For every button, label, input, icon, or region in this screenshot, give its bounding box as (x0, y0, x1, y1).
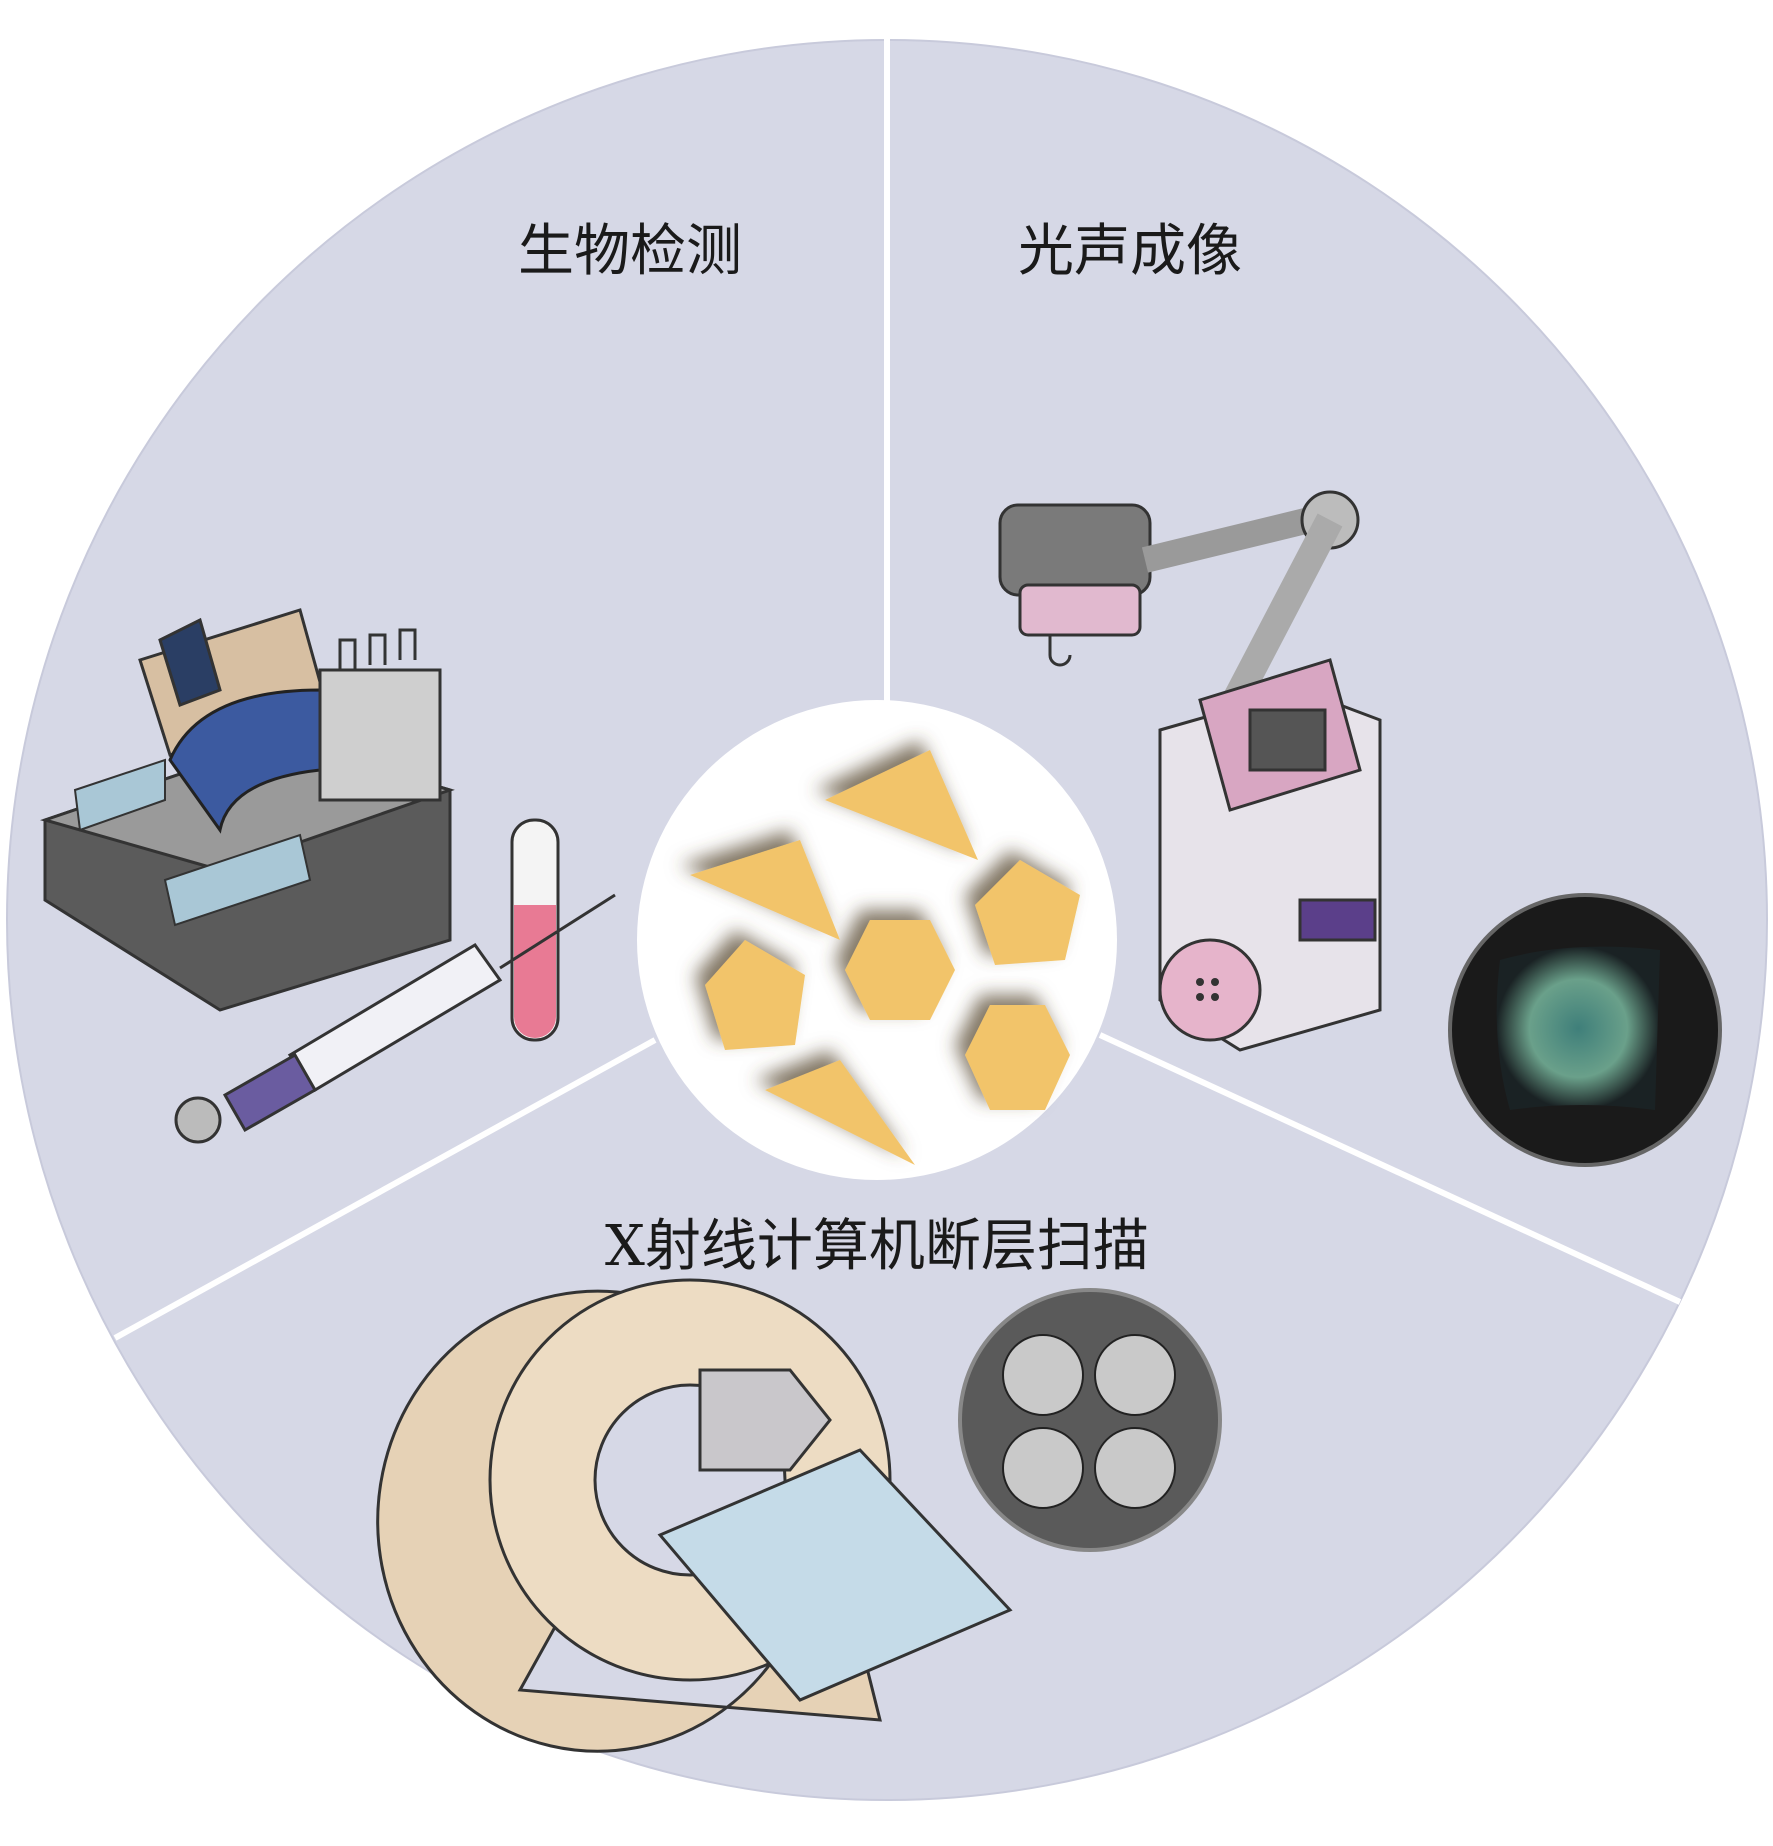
section-dividers (113, 30, 1682, 1341)
label-ct: X射线计算机断层扫描 (605, 1214, 1149, 1279)
label-photoacoustic: 光声成像 (1018, 219, 1242, 284)
ct-image-inset (958, 1288, 1222, 1552)
hexagon-particle (965, 1005, 1070, 1110)
pentagon-particle (705, 940, 805, 1050)
ct-scanner-illustration (376, 1278, 1013, 1753)
test-tube-illustration (510, 818, 560, 1042)
pentagon-particle (975, 860, 1080, 965)
triangle-particle (765, 1060, 915, 1165)
triangle-particle (690, 840, 840, 940)
syringe-illustration (174, 893, 616, 1144)
label-biodetection: 生物检测 (518, 219, 742, 284)
hexagon-particle (845, 920, 955, 1020)
lab-analyzer-illustration (39, 608, 455, 1012)
center-nanoparticles (637, 700, 1117, 1180)
photoacoustic-image-inset (1448, 893, 1722, 1167)
triangle-particle (825, 750, 978, 860)
photoacoustic-scanner-illustration (998, 490, 1382, 1052)
